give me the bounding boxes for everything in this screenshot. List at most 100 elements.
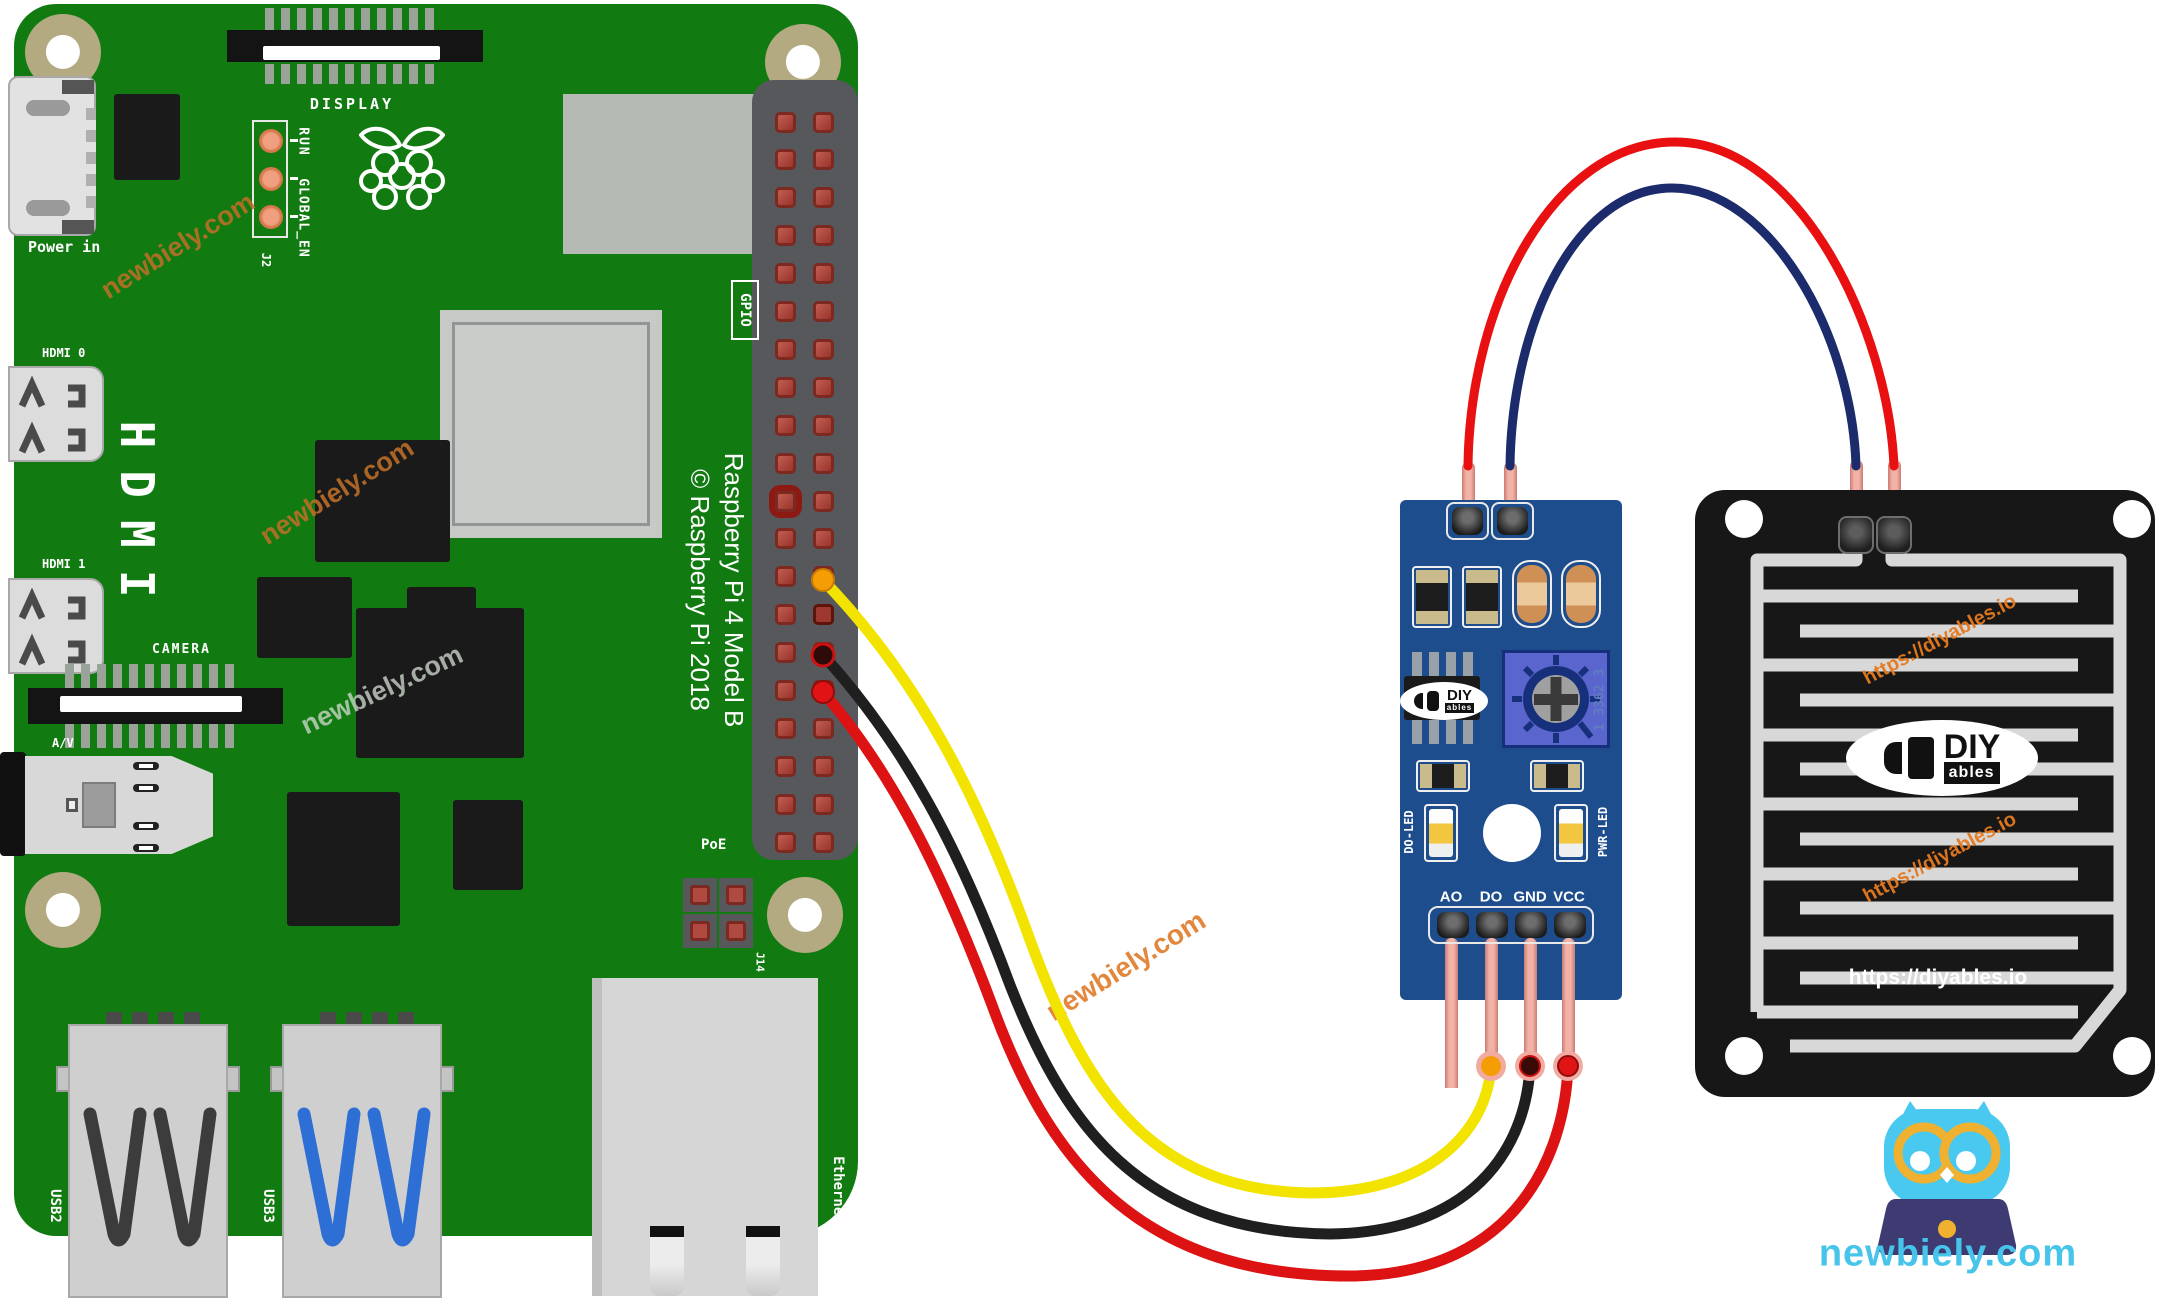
usb3-port (282, 1024, 442, 1298)
gpio-pin (812, 111, 834, 133)
logo-ables-text: ables (1943, 762, 2000, 785)
gpio-header (752, 80, 858, 860)
gpio-pin (774, 187, 796, 209)
smd-resistor (1416, 760, 1470, 792)
pwr-led (1554, 804, 1588, 862)
gpio-pin (812, 149, 834, 171)
j14-label: J14 (753, 952, 767, 972)
hdmi1-label: HDMI 1 (42, 557, 86, 571)
gpio-pin (774, 680, 796, 701)
gpio-pin (774, 111, 796, 133)
ic-leg (1412, 652, 1422, 678)
poe-label: PoE (701, 837, 727, 853)
copyright-line: © Raspberry Pi 2018 (685, 469, 715, 711)
j2-jumper (252, 120, 288, 238)
gpio-pin (812, 338, 834, 360)
plate-url: https://diyables.io (1848, 966, 2028, 989)
display-label: DISPLAY (309, 95, 395, 113)
usb-pin (132, 1012, 148, 1024)
display-connector-pins (265, 64, 437, 84)
module-pin-label-ao: AO (1439, 888, 1463, 906)
gpio-pin (774, 452, 796, 474)
module-hole (1483, 804, 1541, 862)
logo-diy-text: DIY (1943, 727, 2001, 766)
gpio-pin (774, 642, 796, 664)
logo-diy-text: DIY (1446, 687, 1472, 705)
diyables-glasses-icon (1883, 742, 1902, 774)
gpio-pin (812, 301, 834, 322)
gpio-pin (812, 717, 834, 739)
camera-label: CAMERA (152, 642, 211, 657)
smd-capacitor (1512, 560, 1552, 628)
rain-detection-plate: https://diyables.io DIY ables https://di… (1695, 490, 2155, 1097)
poe-pin (683, 878, 717, 912)
hdmi-silkscreen: HDMI (110, 420, 164, 620)
smd-resistor (1530, 760, 1584, 792)
gpio-pin (774, 414, 796, 436)
wire-red-plate (1463, 137, 1899, 471)
diyables-glasses-icon (1413, 693, 1423, 709)
module-pin-leg-gnd (1524, 938, 1537, 1064)
ic-leg (1412, 718, 1422, 744)
do-led (1424, 804, 1458, 862)
usb-pin (158, 1012, 174, 1024)
gpio-pin (812, 376, 834, 398)
gpio-pin (774, 831, 796, 853)
gpio-pin (812, 604, 834, 626)
owl-mascot-icon (1877, 1101, 2017, 1255)
diyables-logo-icon: DIY ables (1846, 720, 2038, 796)
pot-marking: 1 3362 3 (1592, 668, 1608, 732)
gpio-pin (774, 338, 796, 360)
gpio-pin (812, 225, 834, 247)
gpio-label: GPIO (737, 293, 753, 327)
plate-hole (1725, 500, 1763, 538)
watermark: newbiely.com (1040, 904, 1211, 1027)
camera-connector-pins (65, 724, 240, 748)
camera-connector-latch (60, 696, 242, 712)
plate-hole (2113, 500, 2151, 538)
gpio-pin (812, 414, 834, 436)
gpio-pin (774, 755, 796, 777)
module-top-pin (1446, 502, 1489, 540)
usb-controller-chip (356, 608, 524, 758)
smd-resistor (1412, 566, 1452, 628)
smd-resistor (1462, 566, 1502, 628)
ethernet-port (592, 978, 818, 1296)
ethernet-label: Ethernet (830, 1156, 846, 1224)
mounting-hole (767, 877, 843, 953)
ic-leg (1463, 718, 1473, 744)
jumper-tick (290, 177, 298, 180)
av-label: A/V (52, 736, 74, 750)
usb2-port (68, 1024, 228, 1298)
ic-leg (1446, 718, 1456, 744)
usb-tab (440, 1066, 454, 1092)
soc-chip (440, 310, 662, 538)
wifi-chip (315, 440, 450, 562)
gpio-pin (774, 301, 796, 322)
gpio-pin (774, 149, 796, 171)
gpio-pin (812, 528, 834, 550)
usb-tab (226, 1066, 240, 1092)
usb-pin (184, 1012, 200, 1024)
module-pin-leg-do (1485, 938, 1498, 1064)
wire-yellow (817, 574, 1497, 1199)
plate-hole (1725, 1037, 1763, 1075)
jumper-tick (290, 215, 298, 218)
raspberry-pi-logo-icon (359, 126, 445, 210)
gpio-pin (812, 566, 834, 588)
gpio-pin (774, 717, 796, 739)
gpio-label-box: GPIO (731, 280, 759, 340)
usb-pin (320, 1012, 336, 1024)
av-jack-body (25, 756, 213, 854)
ic-chip (257, 577, 352, 658)
av-jack-barrel (0, 752, 26, 856)
do-led-label: DO-LED (1402, 810, 1416, 854)
gpio-pin (812, 831, 834, 853)
plate-pin (1838, 516, 1874, 554)
gpio-pin (774, 490, 796, 512)
module-pin-label-vcc: VCC (1553, 888, 1585, 906)
usb2-label: USB2 (47, 1189, 63, 1223)
board-model-text: Raspberry Pi 4 Model B © Raspberry Pi 20… (682, 453, 750, 728)
gpio-pin (774, 225, 796, 247)
model-line: Raspberry Pi 4 Model B (718, 452, 749, 728)
